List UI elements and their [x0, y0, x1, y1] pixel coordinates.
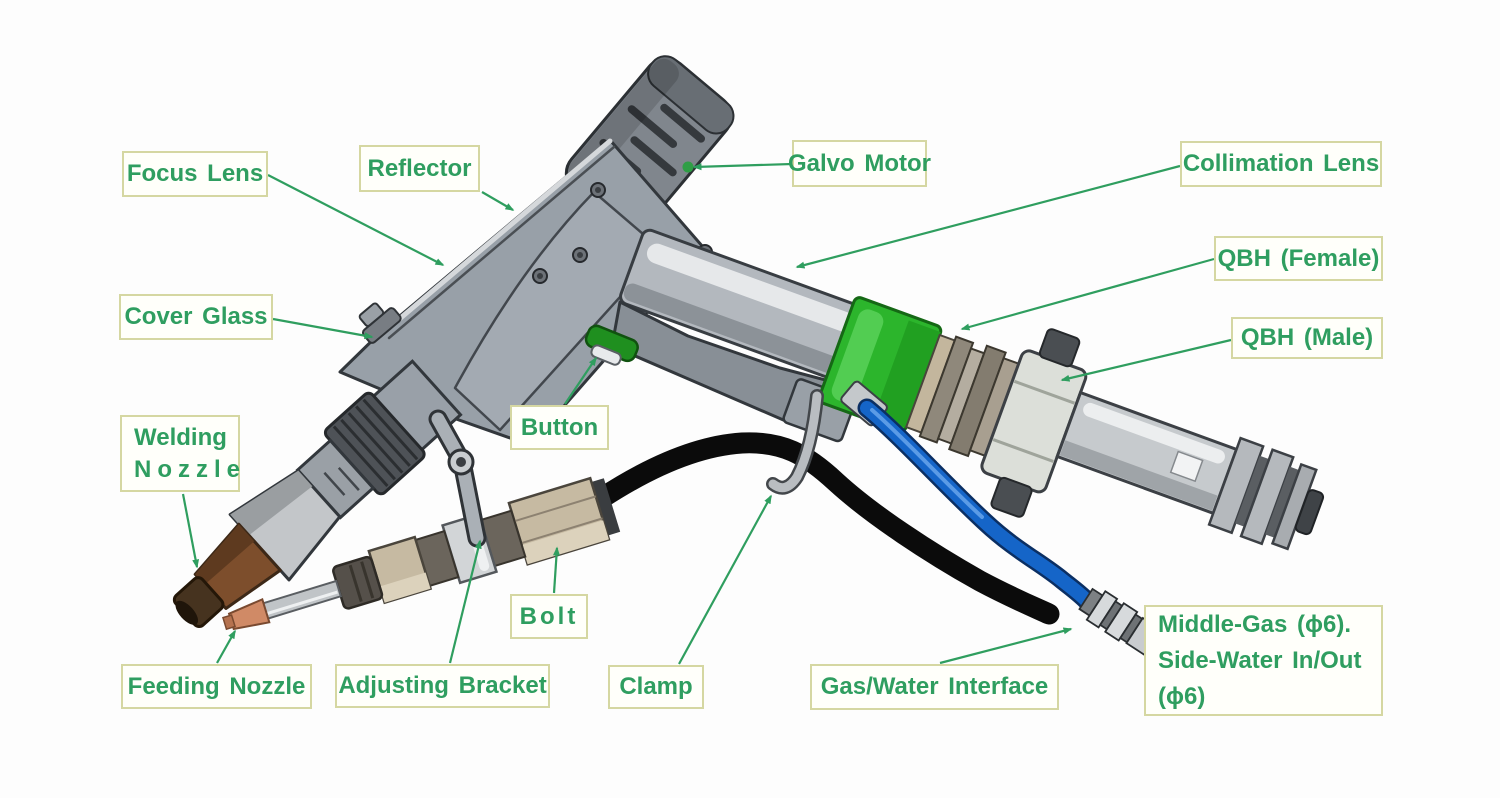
label-gas-water-interface: Gas/Water Interface [810, 664, 1059, 710]
label-focus-lens: Focus Lens [122, 151, 268, 197]
feed-tube-assembly [222, 476, 621, 631]
feed-thin-tube [260, 579, 343, 621]
qbh-assembly [817, 296, 1325, 551]
leader-adjusting-bracket [448, 539, 482, 664]
galvo-pointer-dot [682, 161, 694, 173]
leader-feeding-nozzle [216, 629, 236, 664]
leader-clamp [678, 494, 772, 665]
leader-reflector [481, 191, 515, 211]
label-welding-nozzle: Welding Nozzle [120, 415, 240, 492]
label-feeding-nozzle: Feeding Nozzle [121, 664, 312, 709]
leader-welding-nozzle [181, 493, 200, 569]
leader-lines [181, 162, 1232, 665]
clamp-part [766, 389, 824, 495]
leader-qbh-female [960, 257, 1215, 331]
qbh-end-rings [1207, 436, 1325, 551]
adjusting-bracket-arm [428, 409, 487, 548]
label-button: Button [510, 405, 609, 450]
barrel-and-welding-nozzle [172, 359, 463, 629]
label-cover-glass: Cover Glass [119, 294, 273, 340]
label-galvo-motor: Galvo Motor [788, 140, 931, 187]
label-qbh-male: QBH (Male) [1231, 317, 1383, 359]
leader-cover-glass [272, 317, 374, 340]
label-collimation-lens: Collimation Lens [1180, 141, 1382, 187]
leader-qbh-male [1060, 338, 1232, 382]
gas-water-connector [1078, 587, 1169, 657]
label-qbh-female: QBH (Female) [1214, 236, 1383, 281]
leader-button [564, 356, 597, 405]
leader-bolt [552, 546, 560, 594]
label-middle-gas-side-water: Middle-Gas (ϕ6). Side-Water In/Out (ϕ6) [1144, 605, 1383, 716]
leader-focus-lens [267, 174, 445, 266]
leader-collimation-lens [795, 164, 1181, 269]
label-clamp: Clamp [608, 665, 704, 709]
button-part [584, 324, 639, 366]
label-bolt: Bolt [510, 594, 588, 639]
black-cable [591, 432, 1060, 625]
feeding-nozzle-tip [227, 598, 271, 631]
label-adjusting-bracket: Adjusting Bracket [335, 664, 550, 708]
label-reflector: Reflector [359, 145, 480, 192]
blue-cable [840, 380, 1096, 610]
leader-galvo-motor [692, 162, 793, 171]
leader-gas-water [939, 627, 1073, 665]
